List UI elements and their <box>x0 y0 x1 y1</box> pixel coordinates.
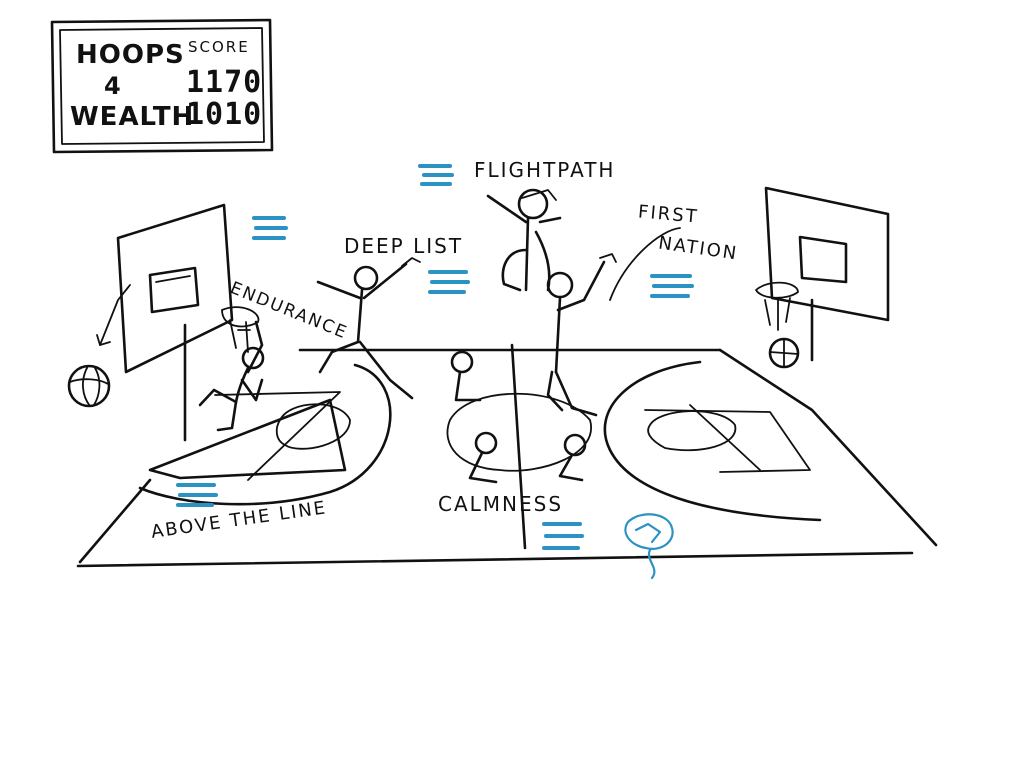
stick-figure-icon <box>546 227 681 417</box>
label-flightpath: FLIGHTPATH <box>474 158 616 182</box>
scoreboard-frame <box>50 18 274 154</box>
stick-figure-icon <box>450 350 587 484</box>
stick-figure-icon <box>198 320 265 432</box>
stick-figure-icon <box>486 188 562 292</box>
label-calmness: CALMNESS <box>438 492 564 516</box>
scoreboard-title-line3: WEALTH <box>70 102 195 132</box>
stick-figure-icon <box>316 257 421 400</box>
blue-line-markers <box>176 164 694 550</box>
score-label: SCORE <box>188 38 250 56</box>
right-basketball-hoop-icon <box>755 186 890 369</box>
brain-icon <box>624 513 674 580</box>
basketball-icon <box>67 364 111 408</box>
label-deep-list: DEEP LIST <box>344 234 464 258</box>
court-floor <box>76 343 938 568</box>
scoreboard-title-line2: 4 <box>104 72 122 100</box>
left-basketball-hoop-icon <box>96 203 260 442</box>
score-bottom: 1010 <box>186 97 263 132</box>
label-first-nation-line1: FIRST <box>637 201 700 228</box>
scoreboard-title-line1: HOOPS <box>76 40 185 70</box>
score-top: 1170 <box>186 65 263 100</box>
